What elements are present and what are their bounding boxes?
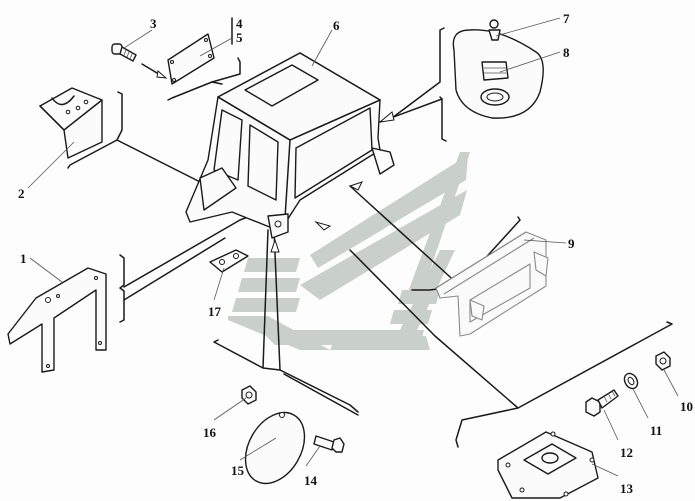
- callout-2: 2: [18, 186, 25, 201]
- part-15-washer: [244, 411, 306, 485]
- callout-8: 8: [563, 45, 570, 60]
- part-13-plate: [497, 431, 599, 499]
- callout-6: 6: [333, 18, 340, 33]
- part-2-bracket: [39, 87, 103, 159]
- callout-11: 11: [650, 423, 663, 438]
- callout-leaders: [27, 17, 679, 477]
- part-1-bracket: [7, 267, 107, 373]
- callout-17: 17: [208, 304, 221, 319]
- part-11-washer: [623, 372, 639, 390]
- part-10-nut: [655, 351, 671, 371]
- part-4-5-plate: [167, 17, 233, 85]
- callout-15: 15: [231, 463, 244, 478]
- part-6-cab: [185, 52, 395, 239]
- callout-14: 14: [304, 473, 317, 488]
- callout-13: 13: [620, 481, 633, 496]
- part-16-nut: [241, 385, 257, 405]
- callout-12: 12: [620, 445, 633, 460]
- part-3-bolt: [111, 43, 168, 79]
- callout-10: 10: [680, 399, 693, 414]
- part-12-bolt: [585, 389, 619, 417]
- callout-4: 4: [236, 16, 243, 31]
- callout-5: 5: [236, 30, 243, 45]
- callout-16: 16: [203, 425, 216, 440]
- part-17-clip: [209, 249, 249, 273]
- callout-1: 1: [20, 251, 27, 266]
- assembly-leader-lines: [67, 27, 673, 448]
- callout-3: 3: [150, 16, 157, 31]
- callout-9: 9: [568, 236, 575, 251]
- part-7-8-mount: [452, 19, 544, 119]
- callout-7: 7: [563, 11, 570, 26]
- part-14-bolt: [313, 435, 345, 453]
- part-9-frame: [435, 231, 549, 337]
